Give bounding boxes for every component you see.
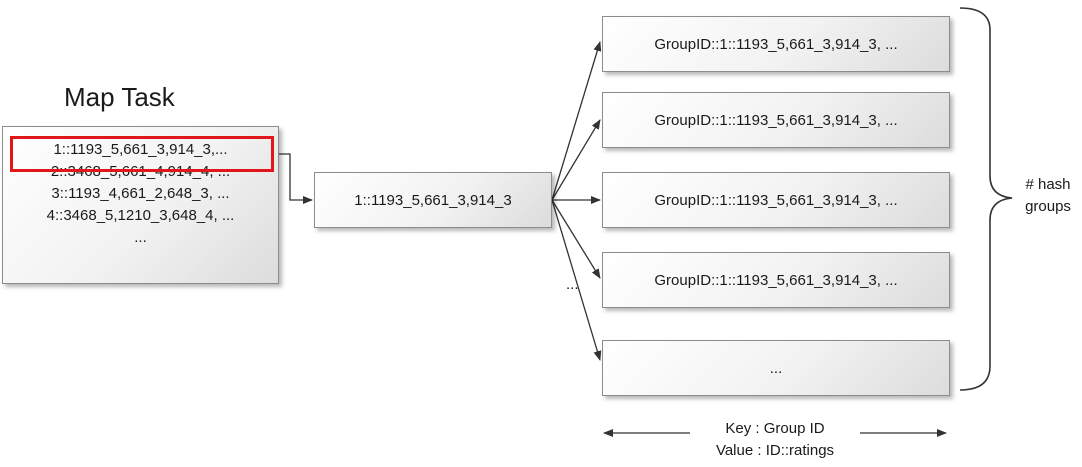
fanout-arrow-4 — [551, 199, 601, 279]
group-output-4: GroupID::1::1193_5,661_3,914_3, ... — [602, 252, 950, 308]
map-task-title: Map Task — [64, 82, 175, 112]
hash-groups-label: # hash groups — [1016, 174, 1080, 218]
map-record-more: ... — [134, 229, 147, 246]
group-output-3: GroupID::1::1193_5,661_3,914_3, ... — [602, 172, 950, 228]
hash-groups-label-line2: groups — [1025, 198, 1071, 215]
fanout-arrow-1 — [551, 41, 602, 201]
key-value-label: Key : Group ID Value : ID::ratings — [690, 418, 860, 462]
fanout-ellipsis: ... — [566, 276, 579, 293]
group-output-1: GroupID::1::1193_5,661_3,914_3, ... — [602, 16, 950, 72]
hash-groups-label-line1: # hash — [1025, 176, 1071, 193]
group-output-2: GroupID::1::1193_5,661_3,914_3, ... — [602, 92, 950, 148]
value-label: Value : ID::ratings — [715, 442, 835, 459]
map-record-3: 3::1193_4,661_2,648_3, ... — [51, 185, 230, 202]
selected-record-highlight — [10, 136, 274, 172]
map-record-4: 4::3468_5,1210_3,648_4, ... — [46, 207, 235, 224]
hash-groups-brace — [959, 7, 1013, 391]
map-record-1: 1::1193_5,661_3,914_3,... — [53, 141, 228, 158]
selected-record-box: 1::1193_5,661_3,914_3 — [314, 172, 552, 228]
fanout-arrow-5 — [551, 199, 602, 361]
map-task-box: 1::1193_5,661_3,914_3,... 2::3468_5,661_… — [2, 126, 279, 284]
key-label: Key : Group ID — [725, 420, 825, 437]
fanout-arrow-2 — [551, 119, 601, 201]
map-to-record-arrow — [272, 153, 313, 204]
group-output-more: ... — [602, 340, 950, 396]
